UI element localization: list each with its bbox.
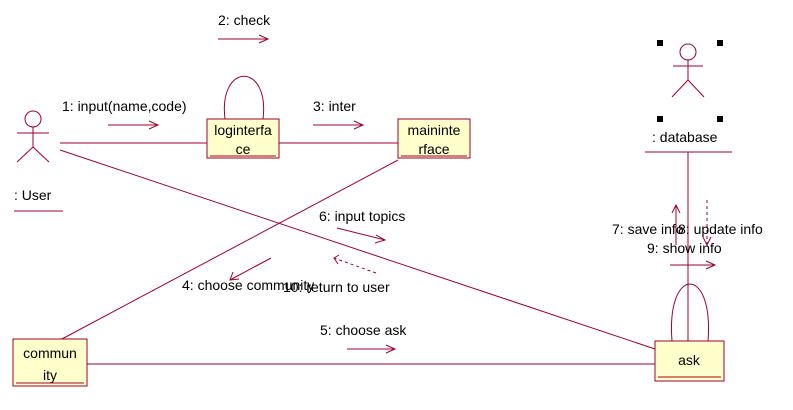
arrowhead-m10 [333, 254, 340, 265]
arrowhead-m7 [671, 203, 681, 214]
arrow-m10[interactable] [333, 257, 377, 274]
message-labels: 2: check 1: input(name,code) 3: inter 6:… [62, 12, 763, 338]
object-label-line-1: loginterfa [214, 122, 272, 138]
arrowhead-m3 [353, 120, 365, 130]
arrow-m6[interactable] [336, 227, 386, 241]
selection-handle[interactable] [717, 116, 723, 122]
arrowhead-m4 [229, 271, 240, 281]
message-label-m6[interactable]: 6: input topics [319, 208, 405, 224]
arrow-m4[interactable] [229, 257, 272, 281]
message-arrows [108, 34, 717, 354]
object-community[interactable]: commun ity [12, 338, 88, 387]
object-ask[interactable]: ask [654, 340, 725, 382]
arrowhead-m1 [148, 120, 160, 130]
links [59, 76, 710, 365]
message-label-m3[interactable]: 3: inter [313, 98, 356, 114]
message-label-m8[interactable]: 8: update info [678, 221, 763, 237]
actor-label: : User [14, 187, 52, 203]
message-label-m2[interactable]: 2: check [218, 12, 271, 28]
arrowhead-m8 [702, 236, 712, 247]
selection-handles[interactable] [657, 40, 723, 122]
object-label: ask [678, 352, 701, 368]
message-label-m7[interactable]: 7: save info [612, 221, 684, 237]
arrowhead-m5 [385, 344, 397, 354]
selection-handle[interactable] [717, 40, 723, 46]
link-maininterface-community[interactable] [59, 159, 399, 341]
arrowhead-m2 [258, 34, 270, 44]
object-box [397, 118, 471, 159]
message-label-m4[interactable]: 4: choose community [182, 277, 314, 293]
actor-label: : database [652, 129, 718, 145]
self-loop-ask[interactable] [670, 283, 710, 342]
object-label-line-1: maininte [408, 122, 461, 138]
link-user-ask[interactable] [59, 149, 656, 350]
message-label-m10[interactable]: 10: return to user [283, 279, 390, 295]
message-label-m9[interactable]: 9: show info [647, 240, 722, 256]
self-loop-loginterface[interactable] [223, 76, 265, 120]
object-label-line-1: commun [23, 345, 77, 361]
object-box [206, 118, 280, 159]
object-box [12, 338, 88, 387]
object-box [654, 340, 725, 382]
object-label-line-2: ity [43, 367, 57, 383]
selection-handle[interactable] [657, 40, 663, 46]
stick-figure-actor-icon [671, 43, 705, 98]
stick-figure-actor-icon [16, 110, 50, 163]
selection-handle[interactable] [657, 116, 663, 122]
actor-user[interactable]: : User [14, 110, 63, 212]
object-label-line-2: ce [236, 141, 251, 157]
actor-database[interactable]: : database [645, 40, 732, 153]
message-label-m1[interactable]: 1: input(name,code) [62, 98, 187, 114]
object-loginterface[interactable]: loginterfa ce [206, 118, 280, 159]
message-label-m5[interactable]: 5: choose ask [320, 322, 407, 338]
object-maininterface[interactable]: maininte rface [397, 118, 471, 159]
arrowhead-m9 [705, 260, 717, 270]
arrowhead-m6 [374, 234, 387, 244]
object-label-line-2: rface [418, 141, 449, 157]
